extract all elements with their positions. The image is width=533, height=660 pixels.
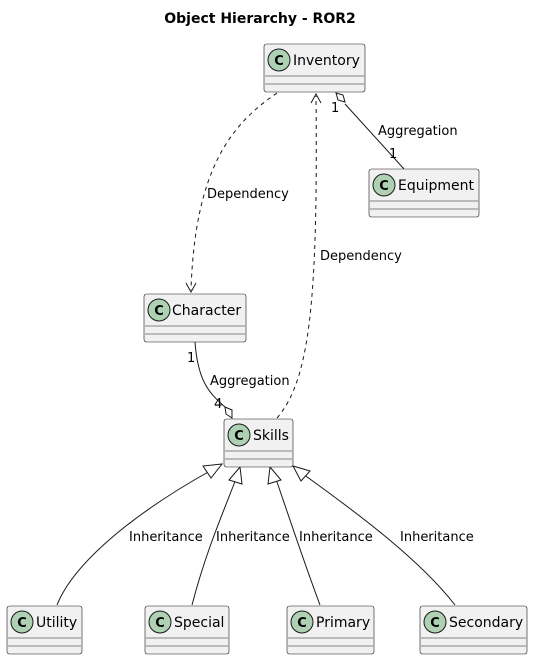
class-stereotype-letter: C — [234, 429, 244, 444]
class-stereotype-letter: C — [297, 616, 307, 631]
relation-inventory-character: Dependency — [185, 92, 289, 294]
class-secondary: C Secondary — [419, 605, 528, 655]
class-stereotype-letter: C — [155, 616, 165, 631]
class-stereotype-icon — [267, 48, 291, 72]
class-stereotype-icon — [10, 610, 34, 634]
multiplicity-label: 1 — [187, 351, 195, 366]
relation-label: Dependency — [207, 187, 289, 202]
relation-special-skills: Inheritance — [191, 465, 290, 606]
class-name: Equipment — [398, 178, 475, 194]
relation-label: Aggregation — [210, 374, 290, 389]
class-name: Secondary — [449, 615, 523, 631]
relation-utility-skills: Inheritance — [56, 463, 224, 606]
class-stereotype-letter: C — [154, 304, 164, 319]
relation-label: Inheritance — [129, 530, 203, 545]
class-stereotype-icon — [290, 610, 314, 634]
multiplicity-label: 1 — [389, 147, 397, 162]
relation-primary-skills: Inheritance — [267, 465, 373, 606]
multiplicity-label: 4 — [214, 397, 222, 412]
class-skills: C Skills — [223, 418, 294, 468]
class-name: Special — [174, 615, 224, 631]
class-stereotype-icon — [227, 423, 251, 447]
relation-secondary-skills: Inheritance — [291, 465, 474, 606]
relation-label: Dependency — [320, 249, 402, 264]
class-name: Skills — [253, 428, 289, 444]
aggregation-diamond — [224, 406, 233, 419]
class-name: Inventory — [293, 53, 360, 69]
class-utility: C Utility — [6, 605, 83, 655]
class-character: C Character — [143, 293, 247, 343]
class-stereotype-icon — [147, 298, 171, 322]
class-name: Character — [172, 303, 241, 319]
class-inventory: C Inventory — [263, 43, 366, 93]
inheritance-arrowhead — [228, 465, 243, 485]
relation-label: Inheritance — [216, 530, 290, 545]
multiplicity-label: 1 — [331, 101, 339, 116]
class-stereotype-letter: C — [430, 616, 440, 631]
inheritance-arrowhead — [291, 465, 311, 482]
class-stereotype-letter: C — [274, 54, 284, 69]
class-primary: C Primary — [286, 605, 375, 655]
aggregation-diamond — [335, 92, 346, 103]
class-stereotype-icon — [423, 610, 447, 634]
class-stereotype-icon — [372, 173, 396, 197]
diagram-title: Object Hierarchy - ROR2 — [164, 11, 356, 27]
class-special: C Special — [144, 605, 230, 655]
class-stereotype-icon — [148, 610, 172, 634]
relation-skills-inventory: Dependency — [276, 92, 402, 419]
relation-label: Inheritance — [400, 530, 474, 545]
class-name: Utility — [36, 615, 77, 631]
class-equipment: C Equipment — [368, 168, 480, 218]
class-stereotype-letter: C — [379, 179, 389, 194]
class-name: Primary — [316, 615, 370, 631]
relation-character-skills: Aggregation 1 4 — [187, 341, 290, 419]
relation-label: Aggregation — [378, 124, 458, 139]
inheritance-arrowhead — [202, 463, 224, 479]
relation-label: Inheritance — [299, 530, 373, 545]
inheritance-arrowhead — [267, 465, 282, 485]
class-stereotype-letter: C — [17, 616, 27, 631]
relation-inventory-equipment: Aggregation 1 1 — [331, 92, 458, 170]
